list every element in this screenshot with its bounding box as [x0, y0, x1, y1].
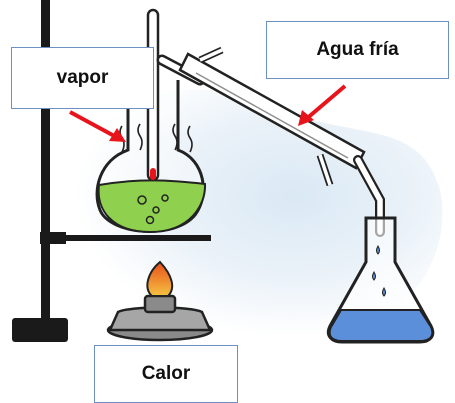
erlenmeyer-flask-icon [326, 216, 435, 344]
vapor-label: vapor [11, 47, 154, 109]
calor-label: Calor [94, 345, 238, 403]
blue-liquid [328, 309, 434, 342]
arrow-icon [69, 110, 126, 142]
flame-icon [146, 260, 174, 297]
burner-icon [106, 294, 214, 342]
arrow-icon [298, 84, 347, 126]
ring-stand-icon [12, 0, 211, 342]
agua-fria-label: Agua fría [266, 21, 449, 79]
